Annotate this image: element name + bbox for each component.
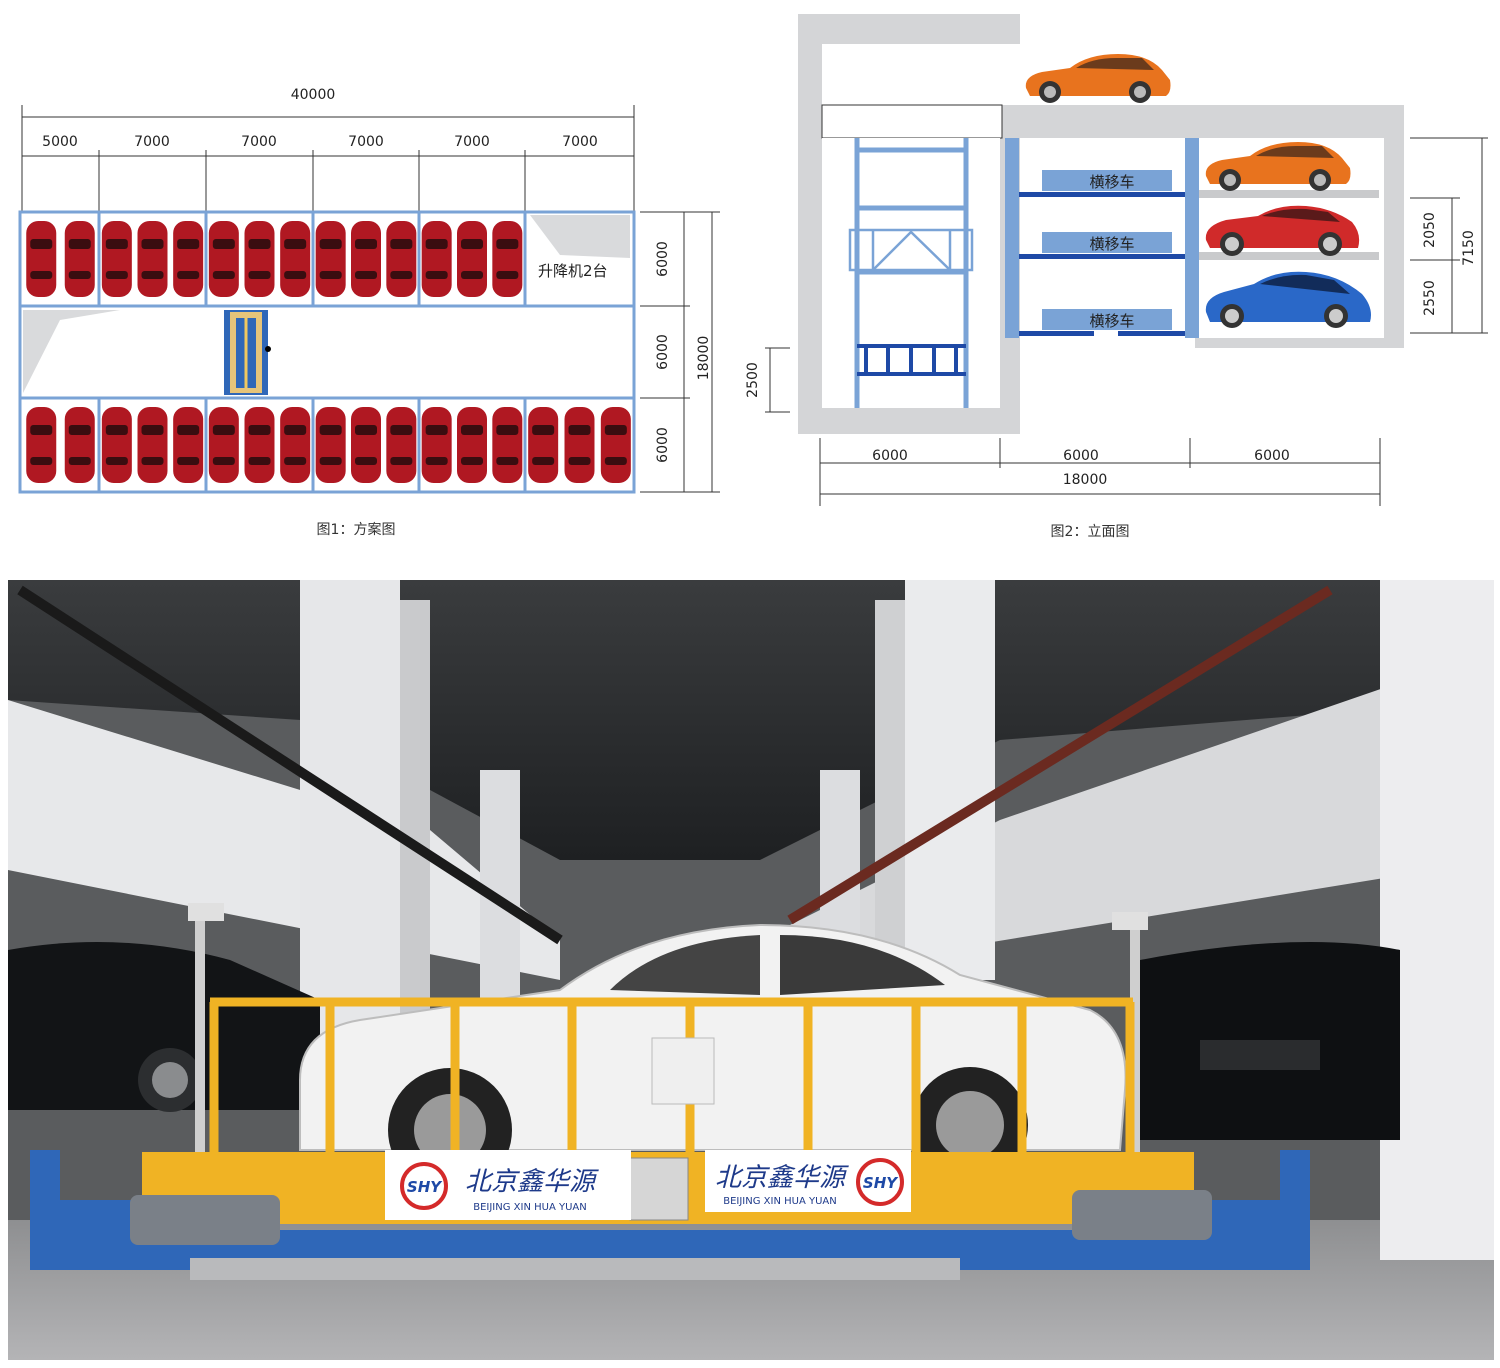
parked-car [457, 221, 487, 297]
right-dimension [640, 211, 720, 493]
brand-name-cn: 北京鑫华源 [715, 1163, 849, 1193]
parked-car [137, 407, 168, 483]
plan-cars [26, 221, 631, 483]
elevation-diagram: 横移车 横移车 横移车 2500 [745, 14, 1488, 540]
shuttle-label: 横移车 [1089, 312, 1134, 330]
parked-car [173, 407, 204, 483]
parked-car [64, 221, 95, 297]
parked-car [351, 407, 381, 483]
figure1-caption: 图1：方案图 [317, 521, 396, 538]
parked-car [492, 407, 523, 483]
right-dim-label: 2550 [1422, 280, 1438, 316]
bay-width-label: 7000 [562, 134, 598, 150]
brand-logo: SHY [863, 1174, 899, 1192]
parked-car [457, 407, 487, 483]
parked-car [137, 221, 168, 297]
pit-dimension [765, 347, 790, 413]
shuttle-unit: 横移车 [1042, 309, 1172, 336]
brand-name-en: BEIJING XIN HUA YUAN [473, 1202, 587, 1213]
bay-width-label: 7000 [241, 134, 277, 150]
bay-width-label: 5000 [42, 134, 78, 150]
total-depth-label: 18000 [696, 336, 712, 381]
parked-car [492, 221, 523, 297]
brand-panel-left: SHY 北京鑫华源 BEIJING XIN HUA YUAN [385, 1150, 631, 1220]
row-depth-label: 6000 [655, 241, 671, 277]
right-dim-label: 2050 [1422, 212, 1438, 248]
bay-width-label: 7000 [348, 134, 384, 150]
lift-area-wedge [530, 215, 630, 258]
parked-car [244, 407, 275, 483]
parked-car [351, 221, 381, 297]
bottom-width-label: 6000 [1254, 448, 1290, 464]
shuttle-label: 横移车 [1089, 235, 1134, 253]
lift-platform [857, 344, 966, 376]
brand-logo: SHY [407, 1178, 443, 1196]
parked-car [244, 221, 275, 297]
shuttle-bay-frame [1005, 138, 1199, 338]
total-width-label: 18000 [1063, 472, 1108, 488]
bay-width-label: 7000 [134, 134, 170, 150]
parked-car [64, 407, 95, 483]
car-orange-top [1025, 54, 1171, 103]
bottom-dimension [819, 438, 1381, 506]
shuttle-plan [224, 310, 271, 395]
shuttle-unit: 横移车 [1042, 232, 1172, 253]
parked-car [386, 221, 417, 297]
parked-car [101, 407, 132, 483]
aisle-wedge [23, 310, 120, 393]
brand-panel-right: 北京鑫华源 BEIJING XIN HUA YUAN SHY [705, 1150, 911, 1212]
parked-car [26, 221, 57, 297]
parked-car [280, 407, 311, 483]
parked-car [315, 221, 346, 297]
brand-name-cn: 北京鑫华源 [465, 1167, 599, 1197]
row-depth-label: 6000 [655, 427, 671, 463]
bottom-width-label: 6000 [872, 448, 908, 464]
bottom-width-label: 6000 [1063, 448, 1099, 464]
parked-car [26, 407, 57, 483]
parked-car [528, 407, 559, 483]
parked-car [421, 407, 452, 483]
row-depth-label: 6000 [655, 334, 671, 370]
brand-name-en: BEIJING XIN HUA YUAN [723, 1196, 837, 1207]
bay-width-label: 7000 [454, 134, 490, 150]
parked-car [208, 221, 239, 297]
car-orange-shelf [1205, 142, 1351, 191]
top-dimension [21, 105, 635, 212]
shuttle-unit: 横移车 [1042, 170, 1172, 191]
plan-diagram: 40000 5000 7000 7000 7000 7000 7000 升降机2… [18, 87, 720, 538]
parked-car [564, 407, 595, 483]
lift-label: 升降机2台 [538, 262, 608, 280]
parked-car [208, 407, 239, 483]
shuttle-label: 横移车 [1089, 173, 1134, 191]
parked-car [173, 221, 204, 297]
lift-cage [848, 228, 974, 272]
parked-car [280, 221, 311, 297]
car-red-shelf [1205, 205, 1360, 256]
right-dimension [1410, 137, 1488, 334]
right-dim-label: 7150 [1461, 230, 1477, 266]
parked-car [421, 221, 452, 297]
shuttle-carriage [30, 903, 1310, 1280]
parked-car [101, 221, 132, 297]
figure2-caption: 图2：立面图 [1051, 524, 1130, 540]
parked-car [315, 407, 346, 483]
pit-depth-label: 2500 [745, 362, 761, 398]
car-blue-shelf [1205, 271, 1371, 328]
parked-car [386, 407, 417, 483]
lift-tower [854, 138, 969, 408]
total-width-label: 40000 [291, 87, 336, 103]
plan-frame [18, 210, 636, 494]
parked-car [600, 407, 631, 483]
